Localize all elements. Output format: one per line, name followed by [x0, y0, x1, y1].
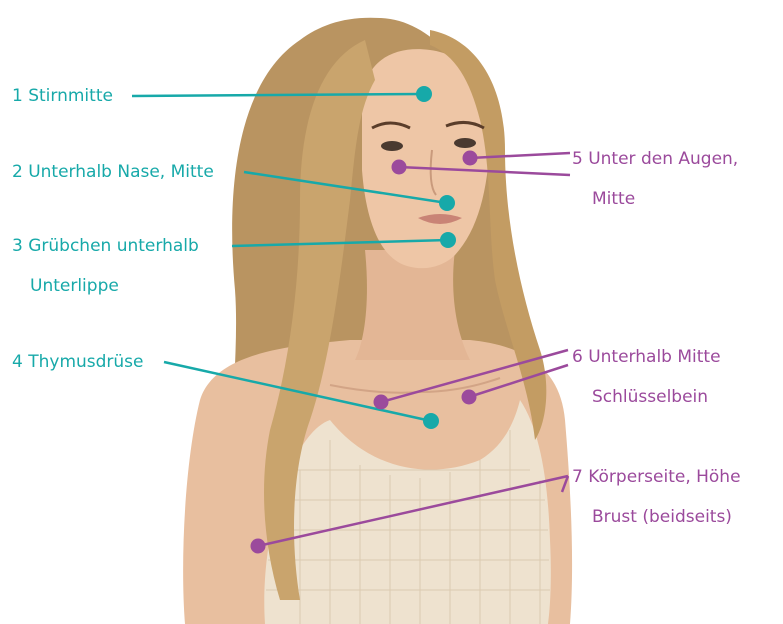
- eye-left: [381, 141, 403, 151]
- label-4-thymusdruese: 4 Thymusdrüse: [12, 351, 144, 373]
- label-6-line-2: Schlüsselbein: [572, 386, 721, 408]
- point-2-dot: [439, 195, 455, 211]
- point-6-dot-right: [462, 390, 477, 405]
- label-3-line-1: 3 Grübchen unterhalb: [12, 235, 199, 257]
- point-6-dot-left: [374, 395, 389, 410]
- label-3-gruebchen: 3 Grübchen unterhalb Unterlippe: [12, 235, 199, 297]
- point-1-dot: [416, 86, 432, 102]
- eye-right: [454, 138, 476, 148]
- label-6-schluesselbein: 6 Unterhalb Mitte Schlüsselbein: [572, 346, 721, 408]
- label-1-line-1: 1 Stirnmitte: [12, 85, 113, 107]
- label-4-line-1: 4 Thymusdrüse: [12, 351, 144, 373]
- point-5-dot-right-eye: [463, 151, 478, 166]
- point-7-dot: [251, 539, 266, 554]
- point-3-dot: [440, 232, 456, 248]
- label-7-koerperseite: 7 Körperseite, Höhe Brust (beidseits): [572, 466, 741, 528]
- point-4-dot: [423, 413, 439, 429]
- label-5-unter-den-augen: 5 Unter den Augen, Mitte: [572, 148, 738, 210]
- point-5-dot-left-eye: [392, 160, 407, 175]
- person-photo: [183, 18, 572, 624]
- label-2-unterhalb-nase: 2 Unterhalb Nase, Mitte: [12, 161, 214, 183]
- label-5-line-1: 5 Unter den Augen,: [572, 148, 738, 170]
- label-5-line-2: Mitte: [572, 188, 738, 210]
- label-7-line-2: Brust (beidseits): [572, 506, 741, 528]
- label-2-line-1: 2 Unterhalb Nase, Mitte: [12, 161, 214, 183]
- label-1-stirnmitte: 1 Stirnmitte: [12, 85, 113, 107]
- label-7-line-1: 7 Körperseite, Höhe: [572, 466, 741, 488]
- label-6-line-1: 6 Unterhalb Mitte: [572, 346, 721, 368]
- label-3-line-2: Unterlippe: [12, 275, 199, 297]
